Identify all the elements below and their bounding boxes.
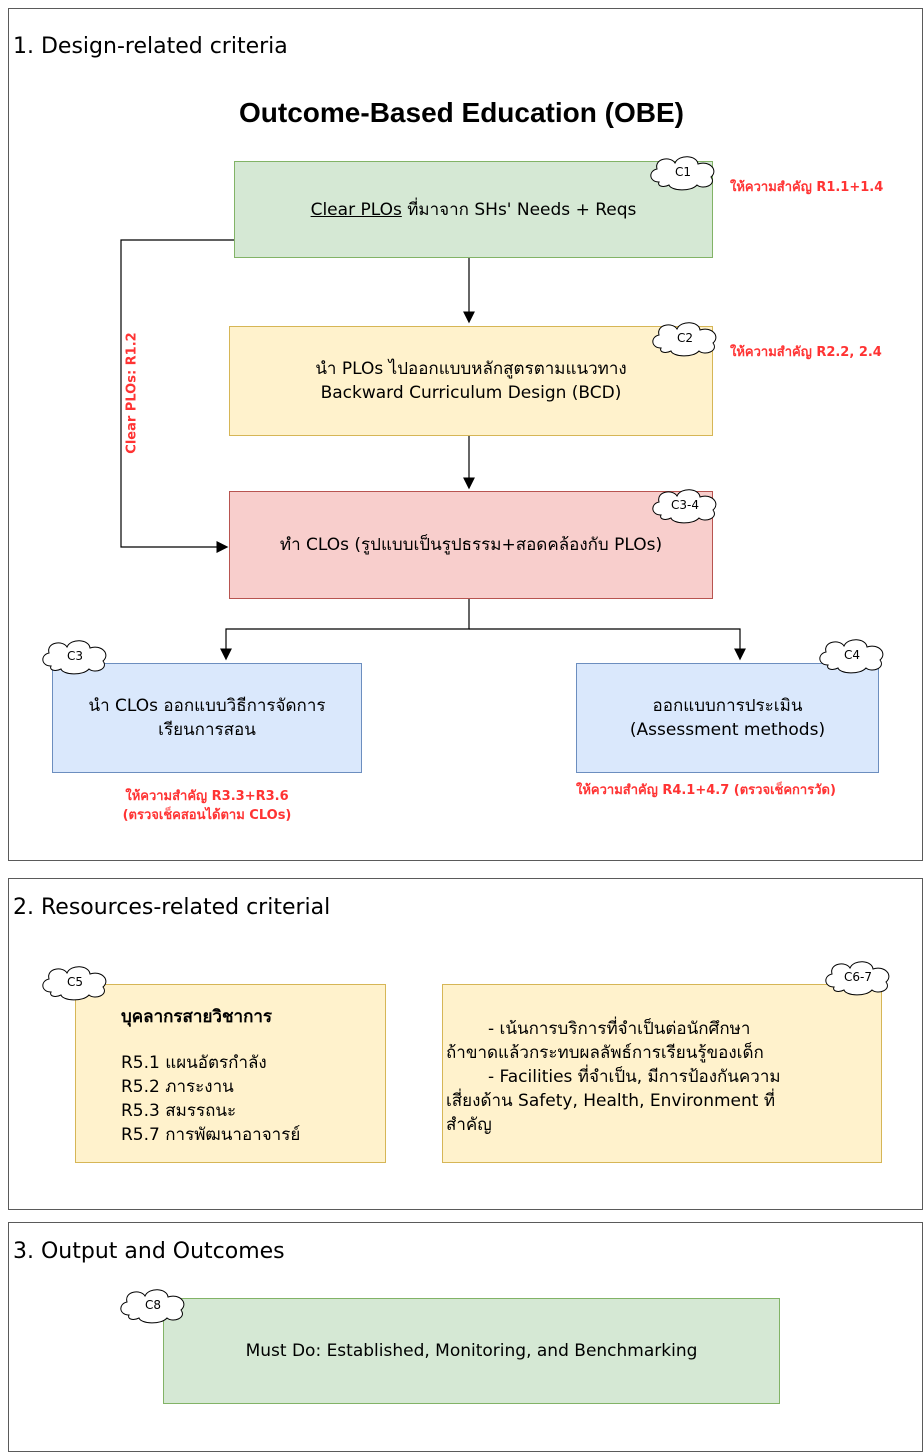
side-label-text: Clear PLOs: R1.2	[124, 332, 140, 454]
teaching-box: นำ CLOs ออกแบบวิธีการจัดการ เรียนการสอน	[52, 663, 362, 773]
staff-item: R5.2 ภาระงาน	[121, 1077, 234, 1097]
cloud-icon	[42, 966, 107, 1001]
cloud-icon	[652, 489, 717, 524]
services-facilities-panel: - เน้นการบริการที่จำเป็นต่อนักศึกษา ถ้าข…	[442, 984, 882, 1163]
assessment-line2: (Assessment methods)	[629, 720, 826, 740]
c2-cloud: C2	[647, 318, 723, 358]
section-title: 3. Output and Outcomes	[13, 1239, 285, 1264]
bcd-line2: Backward Curriculum Design (BCD)	[320, 383, 622, 403]
side-label-rotated: Clear PLOs: R1.2	[122, 318, 142, 468]
c5-cloud: C5	[37, 962, 113, 1002]
cloud-icon	[42, 640, 107, 675]
assessment-box: ออกแบบการประเมิน (Assessment methods)	[576, 663, 879, 773]
services-line: - เน้นการบริการที่จำเป็นต่อนักศึกษา	[488, 1019, 751, 1039]
c1-cloud: C1	[645, 152, 721, 192]
academic-staff-list: R5.1 แผนอัตรกำลัง R5.2 ภาระงาน R5.3 สมรร…	[121, 1051, 300, 1147]
cloud-icon	[652, 322, 717, 357]
services-text: - เน้นการบริการที่จำเป็นต่อนักศึกษา ถ้าข…	[446, 1017, 876, 1137]
c4-cloud: C4	[814, 635, 890, 675]
c2-tag: C2	[676, 331, 693, 345]
cloud-icon	[120, 1289, 185, 1324]
services-line: สำคัญ	[446, 1115, 492, 1135]
cloud-icon	[650, 156, 715, 191]
diagram-heading: Outcome-Based Education (OBE)	[239, 97, 684, 128]
c1-note: ให้ความสำคัญ R1.1+1.4	[730, 180, 884, 195]
c67-cloud: C6-7	[820, 957, 896, 997]
c4-tag: C4	[843, 648, 860, 662]
clear-plos-underlined: Clear PLOs	[310, 199, 402, 220]
staff-item: R5.7 การพัฒนาอาจารย์	[121, 1125, 301, 1145]
teaching-line2: เรียนการสอน	[158, 720, 256, 740]
must-do-box: Must Do: Established, Monitoring, and Be…	[163, 1298, 780, 1404]
staff-item: R5.1 แผนอัตรกำลัง	[121, 1053, 267, 1073]
c3-note: ให้ความสำคัญ R3.3+R3.6 (ตรวจเช็คสอนได้ตา…	[52, 787, 362, 825]
must-do-text: Must Do: Established, Monitoring, and Be…	[245, 1341, 698, 1361]
services-line: ถ้าขาดแล้วกระทบผลลัพธ์การเรียนรู้ของเด็ก	[446, 1043, 764, 1063]
c5-tag: C5	[66, 975, 83, 989]
section-title: 1. Design-related criteria	[13, 34, 288, 59]
bcd-box: นำ PLOs ไปออกแบบหลักสูตรตามแนวทาง Backwa…	[229, 326, 713, 436]
c2-note: ให้ความสำคัญ R2.2, 2.4	[730, 345, 882, 360]
academic-staff-heading: บุคลากรสายวิชาการ	[121, 1007, 273, 1027]
c34-tag: C3-4	[671, 498, 699, 512]
academic-staff-panel: บุคลากรสายวิชาการ R5.1 แผนอัตรกำลัง R5.2…	[75, 984, 386, 1163]
teaching-line1: นำ CLOs ออกแบบวิธีการจัดการ	[88, 696, 326, 716]
clos-text: ทำ CLOs (รูปแบบเป็นรูปธรรม+สอดคล้องกับ P…	[279, 535, 663, 555]
c8-tag: C8	[144, 1298, 161, 1312]
c4-note: ให้ความสำคัญ R4.1+4.7 (ตรวจเช็คการวัด)	[576, 783, 836, 798]
services-line: - Facilities ที่จำเป็น, มีการป้องกันความ	[488, 1067, 781, 1087]
c67-tag: C6-7	[844, 970, 872, 984]
section-title: 2. Resources-related criterial	[13, 895, 331, 920]
clos-box: ทำ CLOs (รูปแบบเป็นรูปธรรม+สอดคล้องกับ P…	[229, 491, 713, 599]
c3-cloud: C3	[37, 636, 113, 676]
clear-plos-box: Clear PLOs ที่มาจาก SHs' Needs + Reqs	[234, 161, 713, 258]
assessment-line1: ออกแบบการประเมิน	[652, 696, 803, 716]
c3-note-line2: (ตรวจเช็คสอนได้ตาม CLOs)	[122, 808, 292, 823]
c1-tag: C1	[674, 165, 691, 179]
bcd-line1: นำ PLOs ไปออกแบบหลักสูตรตามแนวทาง	[315, 359, 627, 379]
cloud-icon	[819, 639, 884, 674]
c8-cloud: C8	[115, 1285, 191, 1325]
staff-item: R5.3 สมรรถนะ	[121, 1101, 237, 1121]
clear-plos-text: ที่มาจาก SHs' Needs + Reqs	[401, 199, 637, 220]
cloud-icon	[825, 961, 890, 996]
c3-tag: C3	[66, 649, 83, 663]
c34-cloud: C3-4	[647, 485, 723, 525]
services-line: เสี่ยงด้าน Safety, Health, Environment ท…	[446, 1091, 776, 1111]
c3-note-line1: ให้ความสำคัญ R3.3+R3.6	[125, 789, 289, 804]
